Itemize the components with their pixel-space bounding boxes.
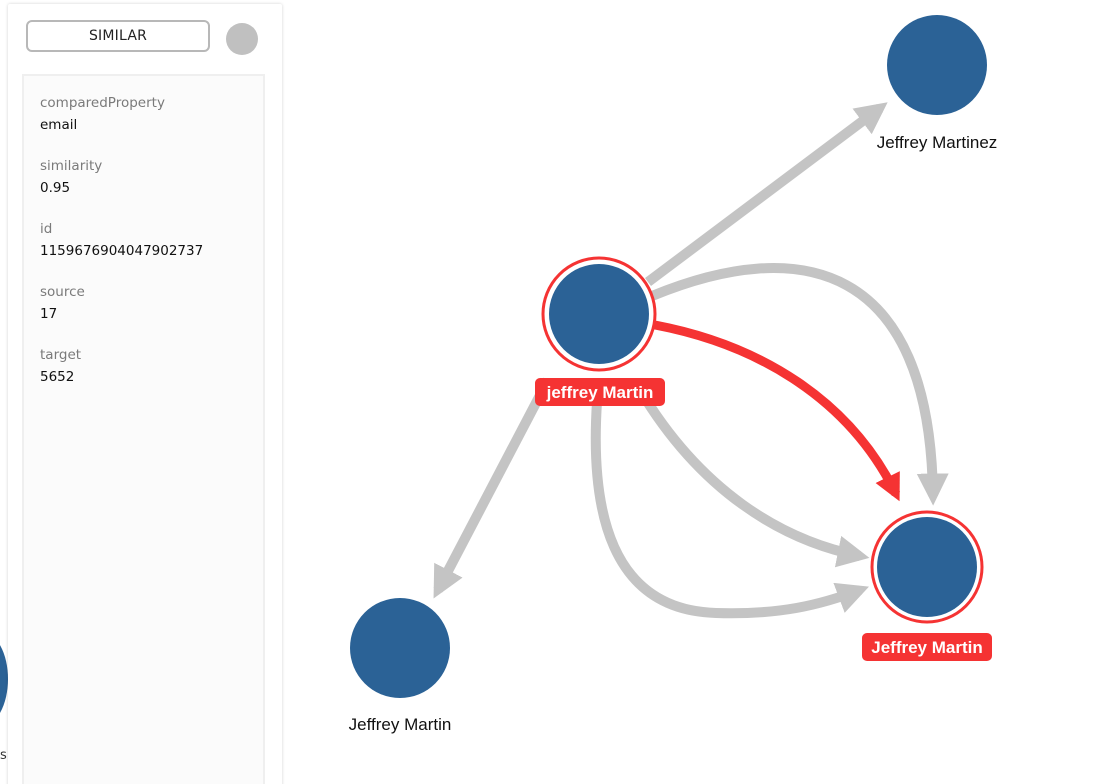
node-circle[interactable]: [549, 264, 649, 364]
node-label-center: jeffrey Martin: [546, 383, 654, 402]
offscreen-node-label: s: [0, 748, 7, 763]
node-top-right[interactable]: Jeffrey Martinez: [877, 13, 998, 152]
node-circle[interactable]: [350, 598, 450, 698]
edge-selected-similar[interactable]: [654, 320, 901, 502]
inspector-panel: SIMILAR comparedProperty email similarit…: [8, 4, 282, 784]
property-value: 5652: [40, 369, 75, 385]
property-value: 1159676904047902737: [40, 243, 204, 259]
offscreen-node[interactable]: [0, 632, 8, 726]
property-item: similarity 0.95: [40, 157, 263, 201]
property-value: 17: [40, 306, 58, 322]
property-value: 0.95: [40, 180, 71, 196]
edge-group: [433, 102, 949, 619]
property-key: id: [40, 221, 53, 237]
node-label-top-right: Jeffrey Martinez: [877, 133, 998, 152]
property-value: email: [40, 117, 78, 133]
edge-center-to-bottom-right-arc-low[interactable]: [590, 401, 869, 619]
relationship-color-swatch[interactable]: [226, 23, 258, 55]
property-key: comparedProperty: [40, 95, 165, 111]
property-item: comparedProperty email: [40, 94, 263, 138]
node-center[interactable]: jeffrey Martin: [535, 256, 665, 406]
property-item: target 5652: [40, 346, 263, 390]
property-key: similarity: [40, 158, 103, 174]
edge-center-to-top-right[interactable]: [645, 102, 888, 286]
node-bottom-left[interactable]: Jeffrey Martin: [348, 596, 452, 734]
node-bottom-right[interactable]: Jeffrey Martin: [862, 510, 992, 661]
node-circle[interactable]: [877, 517, 977, 617]
node-label-bottom-left: Jeffrey Martin: [349, 715, 452, 734]
property-key: source: [40, 284, 85, 300]
node-label-bottom-right: Jeffrey Martin: [871, 638, 982, 657]
property-key: target: [40, 347, 82, 363]
property-list: comparedProperty email similarity 0.95 i…: [22, 74, 265, 784]
edge-center-to-bottom-right-arc-top[interactable]: [650, 263, 949, 506]
edge-center-to-bottom-right-arc-mid[interactable]: [635, 387, 870, 568]
edge-center-to-bottom-left[interactable]: [433, 377, 553, 599]
node-label-badge: [862, 633, 992, 661]
node-label-badge: [535, 378, 665, 406]
property-item: id 1159676904047902737: [40, 220, 263, 264]
relationship-type-button[interactable]: SIMILAR: [26, 20, 210, 52]
property-item: source 17: [40, 283, 263, 327]
node-circle[interactable]: [887, 15, 987, 115]
